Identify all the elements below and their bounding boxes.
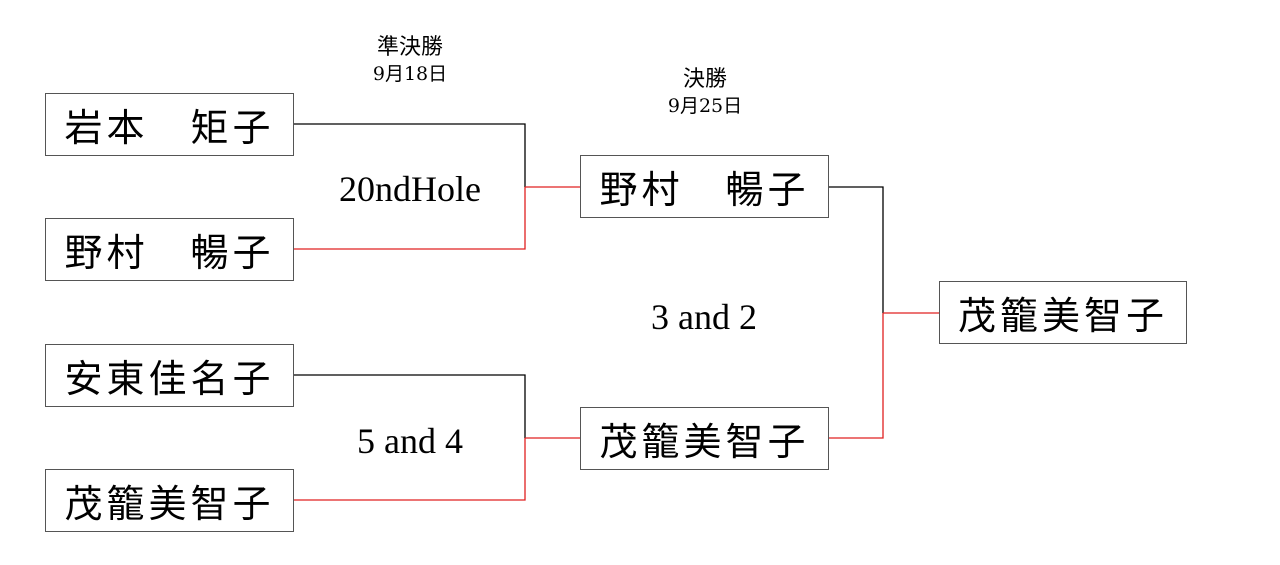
score-semi-top: 20ndHole <box>339 169 481 209</box>
semifinal-header: 準決勝 9月18日 <box>350 33 470 86</box>
line-semi-2-winner <box>293 187 526 250</box>
semifinal-date: 9月18日 <box>372 63 448 85</box>
player-box-semi-4: 茂籠美智子 <box>45 469 294 532</box>
final-date: 9月25日 <box>667 95 743 117</box>
player-box-final-1: 野村 暢子 <box>580 155 829 218</box>
line-semi-3-loser <box>293 374 526 438</box>
line-semi-1-loser <box>293 123 526 187</box>
line-final-2-winner <box>828 313 884 439</box>
line-semi-4-winner <box>293 438 526 501</box>
final-title: 決勝 <box>682 67 727 92</box>
player-box-semi-1: 岩本 矩子 <box>45 93 294 156</box>
semifinal-title: 準決勝 <box>376 35 443 60</box>
line-final-1-loser <box>828 186 884 313</box>
score-semi-bottom: 5 and 4 <box>357 421 463 461</box>
player-box-semi-2: 野村 暢子 <box>45 218 294 281</box>
final-header: 決勝 9月25日 <box>645 65 765 118</box>
player-box-semi-3: 安東佳名子 <box>45 344 294 407</box>
player-box-final-2: 茂籠美智子 <box>580 407 829 470</box>
champion-box: 茂籠美智子 <box>939 281 1187 344</box>
score-final: 3 and 2 <box>651 297 757 337</box>
